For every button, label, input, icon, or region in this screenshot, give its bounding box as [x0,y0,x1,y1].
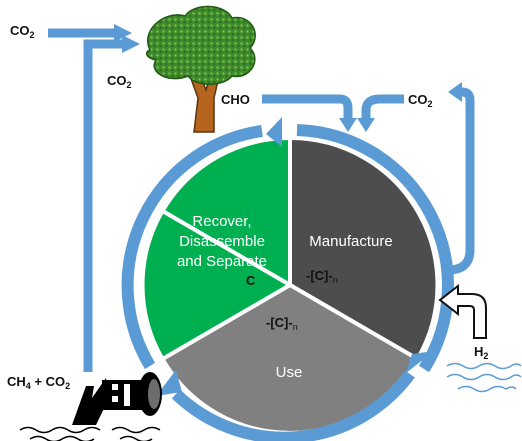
co2-label-mid-left: CO2 [107,73,132,90]
recover-label-line3: and Separate [177,253,267,270]
arrowhead-left [156,370,182,396]
recover-label-line1: Recover, [192,213,251,230]
flow-arrows [48,28,475,372]
use-label: Use [276,364,303,381]
carbon-polymer-label-use: -[C]-n [266,315,298,332]
cycle-arrows [121,124,454,441]
cho-label: CHO [221,92,250,107]
cycle-arrowheads [156,117,434,396]
tree-icon [145,5,256,133]
arrowhead-top [266,117,282,147]
manufacture-label: Manufacture [309,233,392,250]
h2-arrow-icon [438,283,487,339]
carbon-label-green: C [246,273,256,288]
co2-label-top-left: CO2 [10,23,35,40]
pie-chart [140,135,440,435]
arrowhead-bottom-right [406,351,434,373]
co2-label-right: CO2 [408,92,433,109]
h2-label: H2 [474,344,488,361]
manufacture-segment [288,135,440,362]
ch4-co2-label: CH4 + CO2 [7,374,70,391]
smokestack-icon [19,372,162,441]
water-waves-icon [446,362,522,393]
recover-label-line2: Disassemble [179,233,265,250]
carbon-polymer-label-manufacture: -[C]-n [306,268,338,285]
flow-arrowheads [114,24,462,132]
